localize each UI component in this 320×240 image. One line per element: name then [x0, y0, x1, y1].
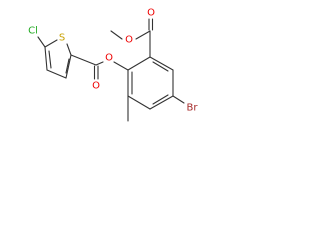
bond-ring-inner-1: [152, 61, 169, 72]
ester-carbonyl-oxygen-label: O: [92, 81, 100, 92]
sulfur-label: S: [59, 33, 65, 44]
bond-ring-br: [172, 95, 185, 104]
bond-thiophene-c4-c3: [46, 69, 67, 79]
bond-methyl-o: [110, 30, 123, 40]
bond-ring-o-link: [113, 61, 129, 71]
bromine-label: Br: [187, 103, 199, 114]
bond-o-link-ester-c: [95, 61, 104, 66]
ester-link-oxygen-label: O: [105, 53, 113, 64]
methyl-ester-ether-oxygen-label: O: [125, 35, 133, 46]
bond-o-carbonyl-c: [135, 30, 151, 40]
bonds: [37, 18, 185, 122]
bond-thiophene-c3-c2: [65, 54, 72, 79]
bond-ring-inner-2: [152, 94, 169, 105]
bond-thiophene-inner-1: [48, 50, 52, 69]
bond-ring-c4-c5: [127, 95, 151, 110]
bond-ring-c3-c4: [149, 95, 174, 110]
bond-ring-c6-c1: [127, 56, 151, 71]
bond-ester-c-thiophene: [70, 54, 97, 66]
methyl-ester-carbonyl-oxygen-label: O: [147, 8, 155, 19]
bond-thiophene-c2-s: [66, 43, 72, 56]
bond-thiophene-inner-2: [65, 58, 70, 74]
bond-thiophene-c5-c4: [44, 46, 48, 71]
structure-diagram: Cl S O O O O Br: [28, 8, 198, 122]
bond-thiophene-s-c5: [44, 39, 58, 48]
atom-labels: Cl S O O O O Br: [28, 8, 198, 114]
bond-thiophene-cl: [37, 36, 46, 48]
bond-ring-c1-c2: [149, 56, 174, 71]
chlorine-label: Cl: [28, 26, 38, 37]
